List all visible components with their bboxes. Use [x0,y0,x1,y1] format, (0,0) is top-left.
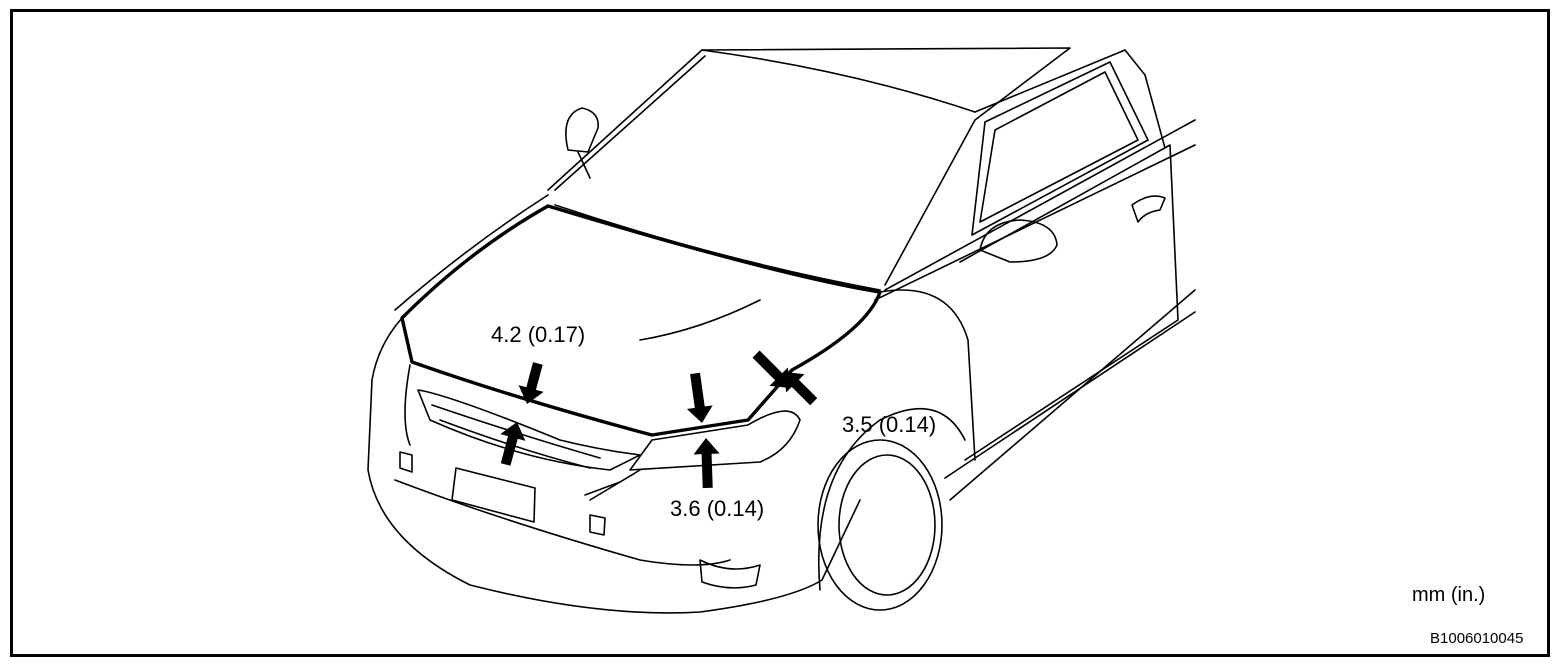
headlamp [629,410,801,471]
fog-lamp-left [399,451,413,473]
wheel-arch [817,407,966,591]
headlamp-led [584,469,641,501]
fascia-upper [404,364,411,446]
hood-crease-2 [554,204,881,291]
body-line-upper [884,119,1196,291]
left-mirror-stem [577,151,591,179]
hood-crease [394,194,549,311]
clearance-arrow-diag-1 [784,372,818,406]
figure-code: B1006010045 [1430,630,1524,647]
rocker-line [949,289,1196,501]
lower-vent [699,559,761,589]
hood-centerline [639,299,761,341]
fender-line [879,289,976,461]
clearance-label-hood-fender: 3.5 (0.14) [842,412,937,437]
front-tire [817,439,943,611]
right-mirror [979,219,1058,263]
front-fascia [367,317,861,614]
license-plate [451,467,536,523]
clearance-arrow-down-2 [686,372,713,423]
figure-frame [10,9,1550,657]
body-line-lower [874,144,1196,301]
unit-note: mm (in.) [1412,584,1486,606]
side-window [971,61,1149,236]
clearance-label-hood-front-center: 4.2 (0.17) [491,322,586,347]
grille-bar-2 [439,419,591,469]
clearance-arrow-up-2 [693,438,720,489]
windshield-outline [547,47,1071,286]
door-handle [1131,195,1166,223]
spindle-lower [394,479,731,566]
clearance-arrow-down-1 [518,362,544,404]
side-window-inner [979,71,1139,223]
a-pillar [554,55,706,191]
hood-edge [400,204,882,437]
roof-rear-line [974,49,1166,149]
grille-outline [417,389,641,471]
front-wheel [838,454,936,596]
door-line [959,144,1179,461]
left-mirror [565,107,599,153]
roof-line [701,49,976,113]
fog-lamp-right [589,514,606,536]
clearance-arrow-up-1 [500,422,526,466]
rocker-line-2 [944,311,1196,479]
clearance-label-hood-headlamp: 3.6 (0.14) [670,496,765,521]
clearance-arrow-diag-2 [752,350,790,388]
